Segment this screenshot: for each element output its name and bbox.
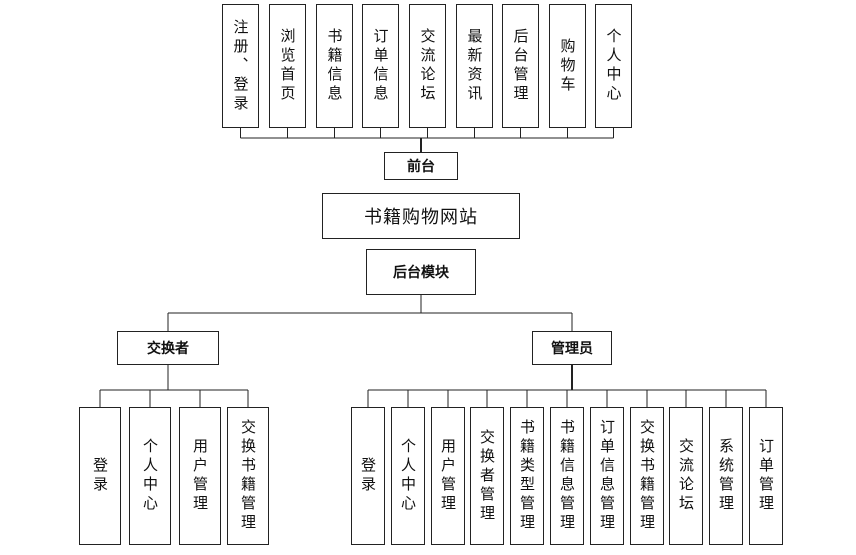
admin-item-8: 交换书籍管理 xyxy=(630,407,664,545)
exchanger-item-3: 用户管理 xyxy=(179,407,221,545)
frontend-item-1: 注册、登录 xyxy=(222,4,259,128)
admin-item-7: 订单信息管理 xyxy=(590,407,624,545)
exchanger-item-1: 登录 xyxy=(79,407,121,545)
admin-item-2: 个人中心 xyxy=(391,407,425,545)
admin-item-10: 系统管理 xyxy=(709,407,743,545)
frontend-item-5: 交流论坛 xyxy=(409,4,446,128)
admin-node: 管理员 xyxy=(532,331,612,365)
frontend-node: 前台 xyxy=(384,152,458,180)
frontend-item-8: 购物车 xyxy=(549,4,586,128)
frontend-item-6: 最新资讯 xyxy=(456,4,493,128)
exchanger-node: 交换者 xyxy=(117,331,219,365)
exchanger-item-2: 个人中心 xyxy=(129,407,171,545)
frontend-item-4: 订单信息 xyxy=(362,4,399,128)
root-node: 书籍购物网站 xyxy=(322,193,520,239)
admin-item-1: 登录 xyxy=(351,407,385,545)
admin-item-3: 用户管理 xyxy=(431,407,465,545)
admin-item-9: 交流论坛 xyxy=(669,407,703,545)
frontend-item-7: 后台管理 xyxy=(502,4,539,128)
frontend-item-3: 书籍信息 xyxy=(316,4,353,128)
frontend-item-9: 个人中心 xyxy=(595,4,632,128)
admin-item-11: 订单管理 xyxy=(749,407,783,545)
frontend-item-2: 浏览首页 xyxy=(269,4,306,128)
backend-node: 后台模块 xyxy=(366,249,476,295)
admin-item-4: 交换者管理 xyxy=(470,407,504,545)
admin-item-6: 书籍信息管理 xyxy=(550,407,584,545)
exchanger-item-4: 交换书籍管理 xyxy=(227,407,269,545)
admin-item-5: 书籍类型管理 xyxy=(510,407,544,545)
